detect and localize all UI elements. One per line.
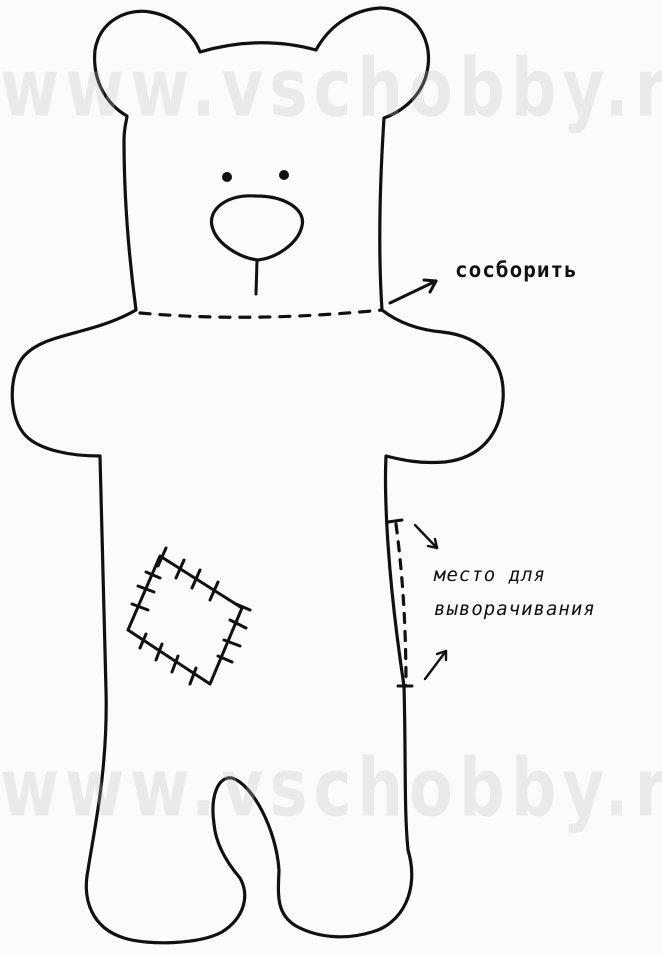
arrow-icon-seam: [388, 278, 438, 305]
turning-label-line2: выворачивания: [434, 598, 596, 620]
arrow-icon-turn-bottom: [423, 649, 448, 681]
seam-label: сосборить: [455, 258, 578, 282]
turning-label-line1: место для: [434, 564, 546, 586]
left-eye: [222, 172, 232, 182]
bear-outline: [10, 6, 505, 945]
right-eye: [279, 170, 289, 180]
nose: [209, 194, 305, 262]
arrow-icon-turn-top: [413, 523, 439, 550]
mouth-line: [254, 258, 259, 296]
turning-opening-dashed: [394, 522, 408, 688]
turning-label: место для выворачивания: [434, 558, 596, 626]
neck-seam-dashed: [138, 308, 384, 319]
opening-mark-top: [386, 518, 404, 524]
patch-icon: [126, 546, 252, 686]
